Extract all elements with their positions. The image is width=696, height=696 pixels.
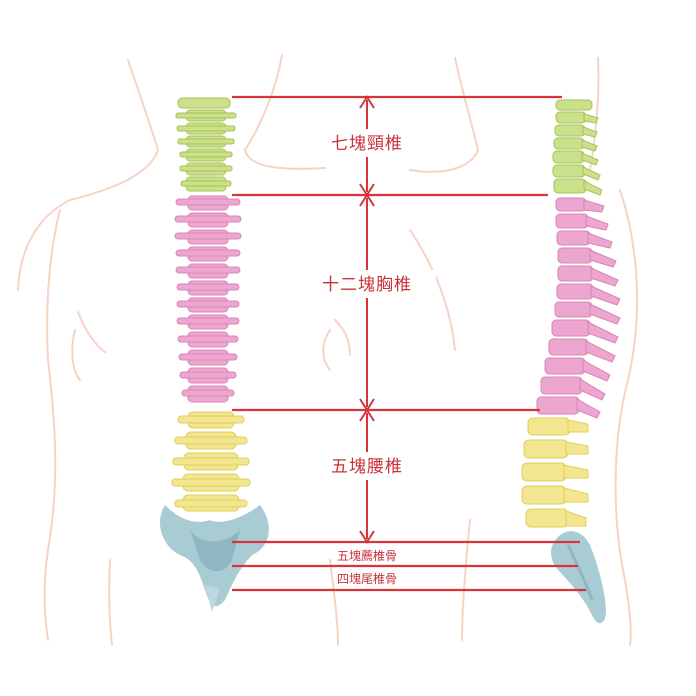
label-bg-cervical	[308, 129, 426, 157]
label-thoracic: 十二塊胸椎	[322, 275, 412, 295]
label-bg-thoracic	[298, 270, 436, 298]
side-sacrum	[551, 531, 606, 624]
front-pelvis	[160, 505, 269, 612]
side-thoracic	[536, 197, 621, 419]
side-cervical	[552, 99, 603, 196]
body-outline	[17, 54, 639, 646]
front-spine	[160, 97, 269, 612]
arrowhead-top	[359, 95, 375, 109]
label-coccygeal: 四塊尾椎骨	[337, 571, 397, 586]
front-cervical	[175, 97, 237, 192]
front-thoracic	[174, 195, 242, 403]
label-lumbar: 五塊腰椎	[331, 457, 403, 477]
side-spine	[521, 99, 621, 624]
label-bg-lumbar	[308, 452, 426, 480]
side-lumbar	[521, 417, 589, 528]
arrowhead-lumbar-bottom	[359, 530, 375, 544]
measure-lines	[232, 95, 586, 592]
arrowhead-lumbar-top	[359, 408, 375, 422]
label-cervical: 七塊頸椎	[331, 134, 403, 154]
arrowhead-thoracic-top	[359, 193, 375, 207]
label-sacral: 五塊薦椎骨	[337, 548, 397, 563]
front-lumbar	[171, 411, 251, 512]
